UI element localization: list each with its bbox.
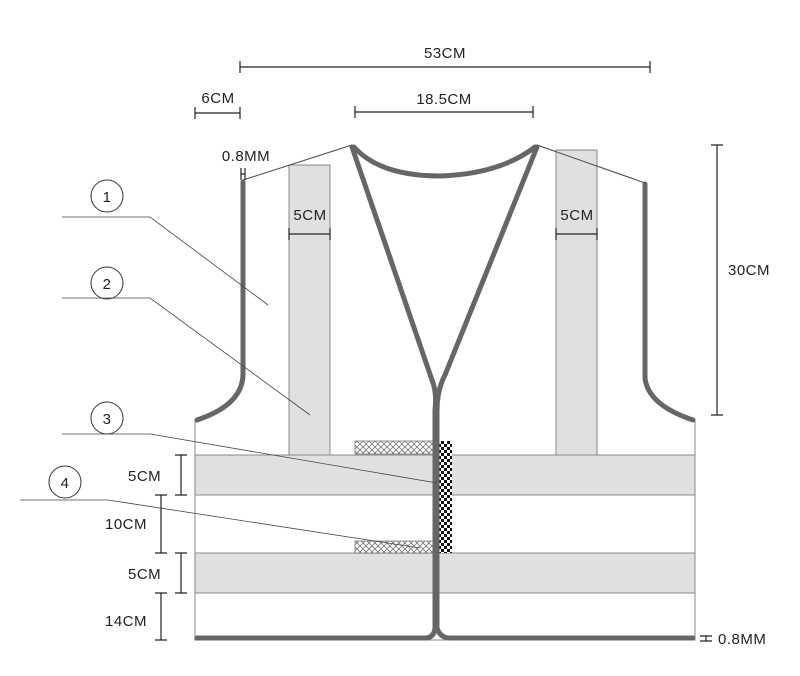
svg-text:5CM: 5CM — [560, 207, 593, 224]
svg-text:3: 3 — [103, 411, 112, 428]
callout-1: 1 — [62, 179, 269, 306]
svg-text:6CM: 6CM — [201, 90, 234, 107]
dim-neck: 18.5CM — [354, 91, 534, 118]
dim-height: 30CM — [711, 144, 770, 416]
dim-strap-right: 5CM — [555, 207, 598, 240]
svg-text:30CM: 30CM — [728, 262, 770, 279]
dim-shoulder: 6CM — [194, 90, 241, 119]
dim-band2: 5CM — [128, 552, 187, 594]
dim-trim-top: 0.8MM — [222, 148, 270, 180]
dim-band1: 5CM — [128, 454, 187, 496]
trim-right-armhole — [642, 181, 696, 423]
crosshatch-tape-upper — [354, 440, 434, 455]
svg-text:0.8MM: 0.8MM — [222, 148, 270, 165]
dim-trim-bottom: 0.8MM — [700, 631, 766, 648]
dim-gap: 10CM — [105, 494, 167, 554]
trim-neck — [351, 144, 538, 179]
trim-left-armhole — [194, 179, 246, 423]
dim-bottom: 14CM — [105, 592, 167, 641]
dim-strap-left: 5CM — [288, 207, 331, 240]
callout-2: 2 — [62, 266, 311, 416]
callout-3: 3 — [62, 401, 438, 484]
lower-band — [194, 552, 696, 594]
crosshatch-tape-lower — [354, 540, 434, 554]
svg-text:2: 2 — [103, 276, 112, 293]
svg-text:5CM: 5CM — [128, 468, 161, 485]
svg-text:0.8MM: 0.8MM — [718, 631, 766, 648]
left-strap — [288, 164, 331, 456]
svg-text:14CM: 14CM — [105, 613, 147, 630]
trim-right-front — [434, 144, 696, 641]
svg-text:1: 1 — [103, 189, 112, 206]
svg-text:53CM: 53CM — [424, 45, 466, 62]
svg-text:10CM: 10CM — [105, 516, 147, 533]
right-strap — [555, 149, 598, 456]
svg-text:4: 4 — [61, 475, 70, 492]
svg-text:18.5CM: 18.5CM — [416, 91, 472, 108]
callout-4: 4 — [20, 465, 421, 549]
dim-total-width: 53CM — [239, 45, 651, 73]
svg-text:5CM: 5CM — [293, 207, 326, 224]
svg-text:5CM: 5CM — [128, 566, 161, 583]
checker-closure — [438, 441, 452, 553]
